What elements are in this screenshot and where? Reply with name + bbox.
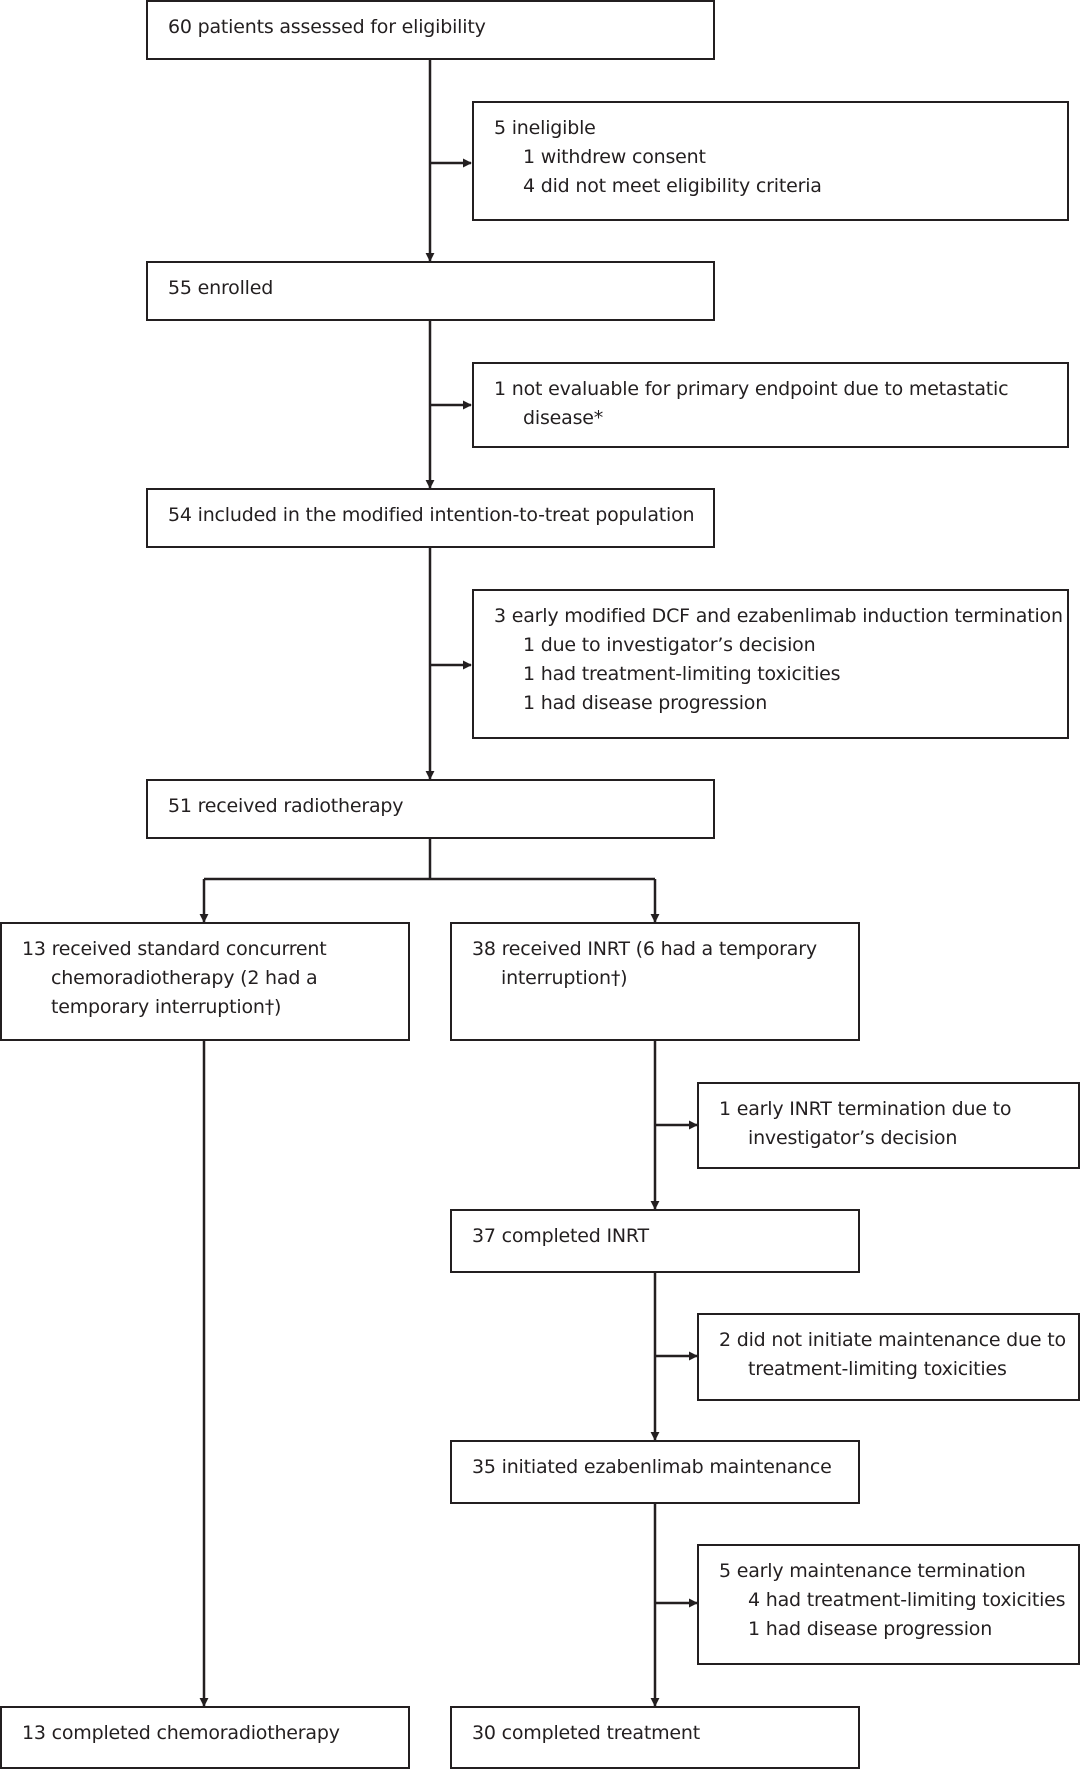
box-induction-termination: 3 early modified DCF and ezabenlimab ind…	[472, 589, 1069, 739]
ineligible-item: 4 did not meet eligibility criteria	[523, 175, 822, 197]
radiotherapy-text: 51 received radiotherapy	[168, 795, 404, 817]
initiated-maintenance-text: 35 initiated ezabenlimab maintenance	[472, 1456, 832, 1478]
box-maintenance-termination: 5 early maintenance termination 4 had tr…	[697, 1544, 1080, 1665]
box-not-evaluable: 1 not evaluable for primary endpoint due…	[472, 362, 1069, 448]
box-completed-treatment: 30 completed treatment	[450, 1706, 860, 1769]
box-initiated-maintenance: 35 initiated ezabenlimab maintenance	[450, 1440, 860, 1504]
standard-crt-text: 13 received standard concurrent chemorad…	[22, 938, 327, 1018]
completed-inrt-text: 37 completed INRT	[472, 1225, 649, 1247]
enrolled-text: 55 enrolled	[168, 277, 274, 299]
box-enrolled: 55 enrolled	[146, 261, 715, 321]
ineligible-item: 1 withdrew consent	[523, 146, 706, 168]
completed-crt-text: 13 completed chemoradiotherapy	[22, 1722, 340, 1744]
maintenance-termination-item: 4 had treatment-limiting toxicities	[748, 1589, 1066, 1611]
box-mitt: 54 included in the modified intention-to…	[146, 488, 715, 548]
ineligible-head: 5 ineligible	[494, 117, 596, 139]
induction-termination-item: 1 due to investigator’s decision	[523, 634, 816, 656]
assessed-text: 60 patients assessed for eligibility	[168, 16, 486, 38]
box-completed-crt: 13 completed chemoradiotherapy	[0, 1706, 410, 1769]
induction-termination-item: 1 had disease progression	[523, 692, 768, 714]
box-inrt: 38 received INRT (6 had a temporary inte…	[450, 922, 860, 1041]
induction-termination-head: 3 early modified DCF and ezabenlimab ind…	[494, 605, 1063, 627]
box-completed-inrt: 37 completed INRT	[450, 1209, 860, 1273]
no-maintenance-text: 2 did not initiate maintenance due to tr…	[719, 1329, 1066, 1380]
box-radiotherapy: 51 received radiotherapy	[146, 779, 715, 839]
inrt-termination-text: 1 early INRT termination due to investig…	[719, 1098, 1012, 1149]
box-no-maintenance: 2 did not initiate maintenance due to tr…	[697, 1313, 1080, 1401]
inrt-text: 38 received INRT (6 had a temporary inte…	[472, 938, 817, 989]
box-ineligible: 5 ineligible 1 withdrew consent 4 did no…	[472, 101, 1069, 221]
not-evaluable-text: 1 not evaluable for primary endpoint due…	[494, 378, 1009, 429]
completed-treatment-text: 30 completed treatment	[472, 1722, 700, 1744]
box-standard-crt: 13 received standard concurrent chemorad…	[0, 922, 410, 1041]
maintenance-termination-item: 1 had disease progression	[748, 1618, 993, 1640]
box-assessed: 60 patients assessed for eligibility	[146, 0, 715, 60]
induction-termination-item: 1 had treatment-limiting toxicities	[523, 663, 841, 685]
box-inrt-termination: 1 early INRT termination due to investig…	[697, 1082, 1080, 1169]
mitt-text: 54 included in the modified intention-to…	[168, 504, 695, 526]
maintenance-termination-head: 5 early maintenance termination	[719, 1560, 1026, 1582]
